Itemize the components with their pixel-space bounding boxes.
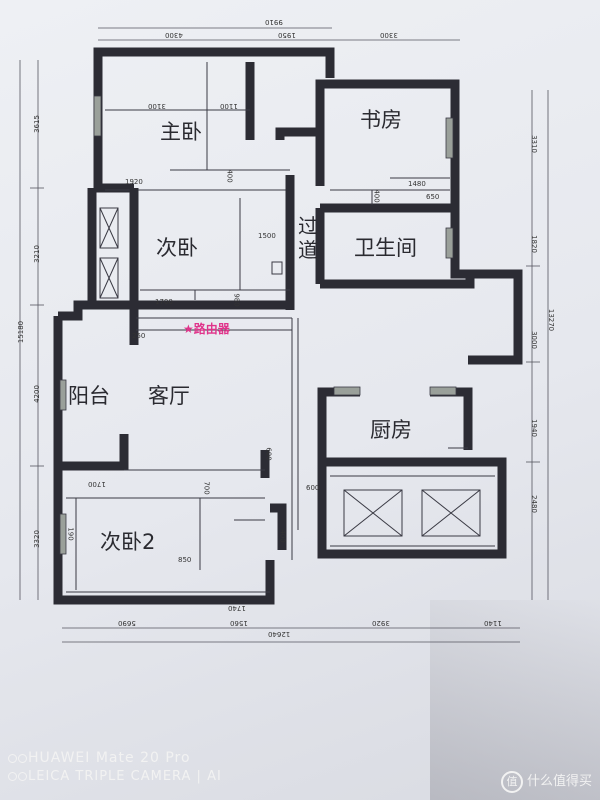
dim-bed3-400: 400 bbox=[278, 529, 287, 543]
site-watermark: 值什么值得买 bbox=[500, 770, 592, 793]
site-name: 什么值得买 bbox=[526, 774, 592, 789]
site-logo-icon: 值 bbox=[500, 770, 523, 793]
room-label-living-room: 客厅 bbox=[148, 384, 190, 408]
dim-bottom-1140: 1140 bbox=[484, 619, 502, 627]
wall-master-bedroom bbox=[93, 47, 335, 193]
dim-bed3-190: 190 bbox=[66, 527, 75, 541]
dim-bed2-980: 980 bbox=[232, 293, 241, 307]
room-label-kitchen: 厨房 bbox=[370, 418, 412, 442]
dim-left-3615: 3615 bbox=[32, 115, 41, 133]
wall-study-bathroom bbox=[275, 79, 523, 365]
room-label-second-bedroom: 次卧 bbox=[156, 236, 198, 260]
dim-right-3000: 3000 bbox=[529, 331, 538, 349]
dim-top-total: 9910 bbox=[265, 18, 283, 26]
dim-study-400: 400 bbox=[372, 189, 381, 203]
dim-master-closet: 1100 bbox=[220, 102, 238, 110]
room-label-master-bedroom: 主卧 bbox=[160, 120, 202, 144]
dim-right-total: 13270 bbox=[547, 308, 556, 332]
dim-master-door: 400 bbox=[225, 169, 234, 183]
dim-right-1820: 1820 bbox=[529, 235, 538, 253]
dim-study-1480: 1480 bbox=[408, 180, 426, 188]
dim-bed2-250: 250 bbox=[132, 332, 146, 340]
camera-dots-top bbox=[8, 751, 27, 767]
dim-bed2-1500: 1500 bbox=[258, 232, 276, 240]
dim-living-600b: 600 bbox=[306, 484, 320, 492]
dim-bottom-1740: 1740 bbox=[228, 604, 246, 612]
dimension-lines bbox=[19, 27, 549, 643]
dim-living-600: 600 bbox=[264, 447, 273, 461]
dim-right-1940: 1940 bbox=[529, 419, 538, 437]
dim-right-2480: 2480 bbox=[529, 495, 538, 513]
dim-master-width: 3100 bbox=[148, 102, 166, 110]
dim-left-total: 15180 bbox=[17, 320, 26, 344]
dim-study-650: 650 bbox=[426, 193, 440, 201]
windows-left bbox=[59, 95, 454, 555]
room-label-bathroom: 卫生间 bbox=[354, 236, 417, 260]
dim-bottom-total: 12640 bbox=[268, 630, 291, 638]
dim-bed3-850: 850 bbox=[178, 556, 192, 564]
wall-second-bedroom-2 bbox=[53, 466, 293, 605]
room-label-study: 书房 bbox=[360, 108, 402, 132]
dim-top-3: 3300 bbox=[380, 31, 398, 39]
dim-master-bottom: 1920 bbox=[125, 178, 143, 186]
camera-lens: LEICA TRIPLE CAMERA | AI bbox=[28, 769, 222, 784]
dim-bed3-1700: 1700 bbox=[88, 480, 106, 488]
dim-left-3320: 3320 bbox=[32, 530, 41, 548]
dim-bed2-1700: 1700 bbox=[155, 298, 173, 306]
router-marker: ★路由器 bbox=[183, 320, 230, 337]
router-star-icon: ★ bbox=[183, 322, 194, 336]
dim-left-4200: 4200 bbox=[32, 385, 41, 403]
room-label-second-bedroom-2: 次卧2 bbox=[100, 530, 156, 554]
dim-top-1: 4300 bbox=[165, 31, 183, 39]
camera-dots-bottom bbox=[8, 769, 27, 785]
room-label-corridor: 过道 bbox=[298, 214, 318, 262]
elevator-core bbox=[317, 457, 507, 559]
dim-right-3310: 3310 bbox=[529, 135, 538, 153]
camera-model: HUAWEI Mate 20 Pro bbox=[28, 750, 191, 766]
dim-left-3210: 3210 bbox=[32, 245, 41, 263]
wall-living-room bbox=[53, 300, 299, 530]
dim-bottom-3920: 3920 bbox=[372, 619, 390, 627]
dim-living-700: 700 bbox=[202, 481, 211, 495]
router-label: 路由器 bbox=[193, 322, 230, 336]
paper-shadow bbox=[430, 600, 600, 800]
wall-kitchen bbox=[317, 386, 473, 470]
room-label-balcony: 阳台 bbox=[68, 384, 110, 408]
dim-bottom-1560: 1560 bbox=[230, 619, 248, 627]
wardrobe-left bbox=[87, 188, 119, 305]
dim-top-2: 1950 bbox=[278, 31, 296, 39]
dim-bottom-5690: 5690 bbox=[118, 619, 136, 627]
